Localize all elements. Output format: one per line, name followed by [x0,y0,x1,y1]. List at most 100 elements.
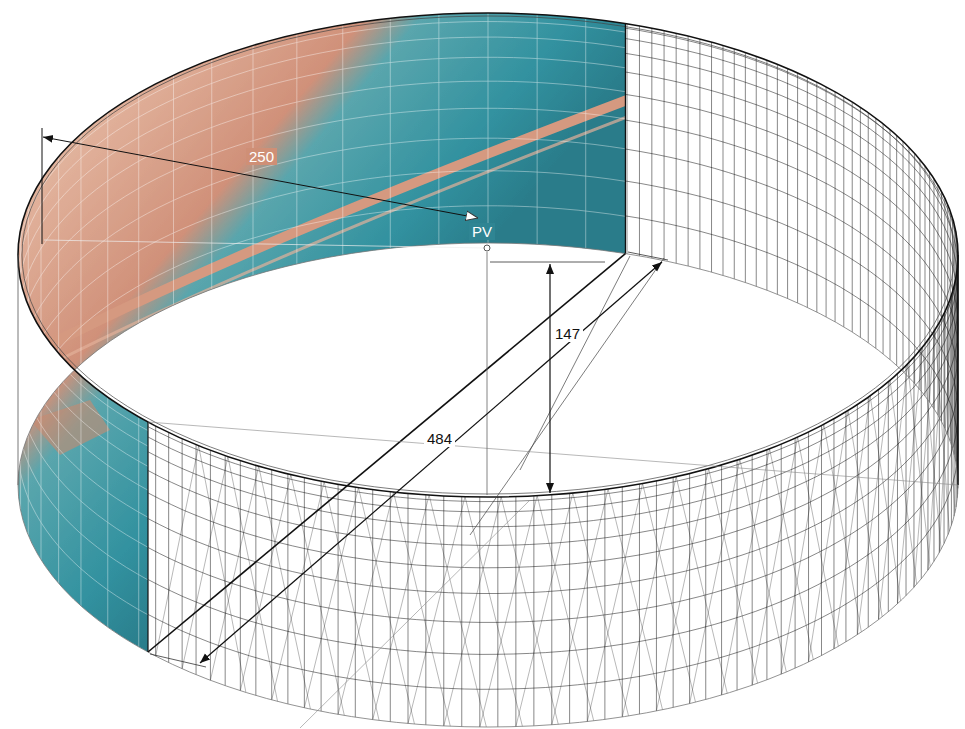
grid-diagonal [373,495,429,720]
grid-meridian [676,33,677,263]
construction-line [470,258,664,535]
grid-meridian [338,484,339,714]
grid-diagonal [690,459,740,703]
grid-diagonal [516,493,573,727]
grid-meridian [807,77,808,307]
grid-meridian [914,153,915,383]
grid-meridian [888,382,889,612]
grid-meridian [734,49,735,279]
image-row [18,171,625,580]
grid-meridian [587,492,588,722]
grid-meridian [835,92,836,322]
grid-meridian [737,460,738,690]
grid-meridian [551,495,552,725]
grid-meridian [933,331,934,561]
grid-meridian [927,340,928,570]
grid-diagonal [608,489,662,710]
grid-row [625,216,958,447]
grid-meridian [723,45,724,275]
image-row [18,206,625,615]
image-meridian [41,180,42,410]
grid-diagonal [408,497,465,724]
grid-meridian [906,366,907,596]
grid-meridian [622,487,623,717]
grid-meridian [921,349,922,579]
grid-row [625,181,958,412]
cut-edge [625,24,626,254]
extension-line [628,252,668,260]
grid-meridian [868,113,869,343]
grid-row [625,39,958,270]
grid-meridian [651,28,652,258]
grid-meridian [182,439,183,669]
coast-band [20,95,640,360]
grid-meridian [937,185,938,415]
grid-meridian [908,147,909,377]
grid-meridian [225,456,226,686]
grid-meridian [745,53,746,283]
grid-meridian [461,497,462,727]
grid-diagonal [587,484,642,722]
grid-diagonal [272,482,324,700]
grid-meridian [941,192,942,422]
grid-diagonal [834,396,870,649]
grid-meridian [321,481,322,711]
grid-row [148,412,958,654]
construction-line [520,256,630,470]
image-meridian [138,417,139,647]
top-rim-inner [22,16,954,494]
grid-diagonal [897,347,922,604]
grid-diagonal [393,492,450,726]
grid-meridian [711,42,712,272]
grid-meridian [656,481,657,711]
dimension-line [200,262,662,663]
construction-line [148,422,958,485]
grid-meridian [777,64,778,294]
grid-diagonal [240,475,291,691]
grid-meridian [688,36,689,266]
grid-meridian [196,445,197,675]
image-meridian [58,353,59,583]
grid-meridian [155,426,156,656]
grid-meridian [826,87,827,317]
grid-meridian [833,419,834,649]
image-meridian [390,18,391,248]
image-meridian [41,330,42,560]
image-meridian [438,14,439,244]
grid-diagonal [879,364,908,620]
image-row [18,57,625,466]
grid-meridian [705,469,706,699]
grid-row [625,94,958,325]
grid-meridian [287,474,288,704]
grid-diagonal [501,497,558,724]
grid-diagonal [573,493,629,716]
image-meridian [20,230,21,460]
image-meridian [107,113,108,343]
extension-line [42,128,43,244]
grid-meridian [569,493,570,723]
grid-meridian [860,107,861,337]
image-meridian [342,25,343,255]
grid-meridian [766,450,767,680]
grid-meridian [795,438,796,668]
grid-meridian [372,490,373,720]
image-meridian [80,376,81,606]
grid-diagonal [676,477,727,694]
grid-row [148,447,958,689]
grid-meridian [210,450,211,680]
grid-diagonal [722,449,770,695]
image-meridian [138,93,139,323]
grid-meridian [752,455,753,685]
grid-meridian [843,97,844,327]
wall-edge [18,255,19,485]
image-row [18,108,625,517]
grid-meridian [689,474,690,704]
grid-meridian [951,295,952,525]
grid-meridian [852,102,853,332]
grid-meridian [924,166,925,396]
image-meridian [537,14,538,244]
image-meridian [488,13,489,243]
